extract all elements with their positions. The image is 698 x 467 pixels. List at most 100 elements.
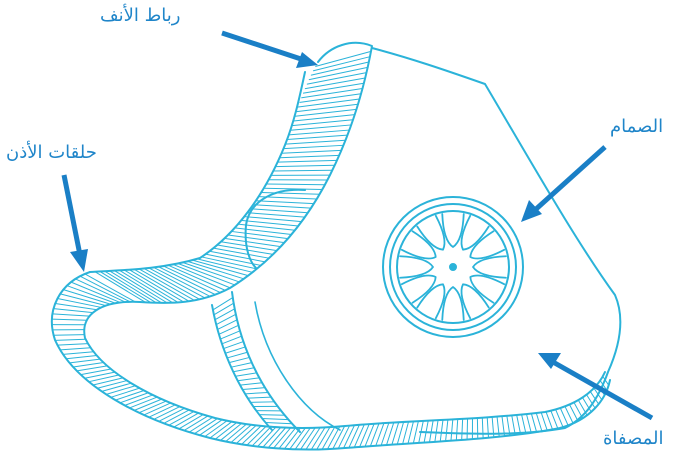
- hatch-line: [105, 271, 157, 303]
- hatch-line: [462, 419, 463, 440]
- ear-loop-hatching: [52, 274, 609, 450]
- hatch-line: [240, 383, 262, 385]
- hatch-line: [243, 388, 265, 390]
- hatch-line: [285, 140, 345, 144]
- ear-loop-inner: [84, 302, 605, 428]
- hatch-line: [221, 242, 277, 251]
- hatch-line: [220, 423, 241, 440]
- mask-illustration: [52, 43, 620, 450]
- hatch-line: [370, 423, 379, 446]
- hatch-line: [242, 426, 261, 444]
- valve-petal: [400, 256, 433, 277]
- hatch-line: [261, 192, 319, 194]
- hatch-line: [408, 421, 413, 443]
- hatch-line: [229, 357, 249, 362]
- hatch-line: [303, 83, 363, 93]
- hatch-line: [413, 421, 418, 443]
- hatch-line: [273, 170, 332, 171]
- hatch-line: [218, 320, 238, 330]
- hatch-line: [224, 342, 244, 349]
- hatch-line: [58, 344, 88, 346]
- hatch-line: [233, 368, 254, 372]
- hatch-line: [213, 298, 233, 310]
- hatch-line: [248, 397, 271, 398]
- hatch-line: [280, 155, 340, 157]
- hatch-line: [217, 245, 273, 254]
- callout-arrows: [64, 33, 652, 418]
- hatch-line: [73, 363, 103, 367]
- hatch-line: [106, 386, 135, 395]
- hatch-line: [115, 390, 144, 400]
- valve-petal: [473, 256, 506, 277]
- hatch-line: [205, 421, 227, 437]
- arrow-icon: [64, 175, 88, 272]
- hatch-line: [250, 402, 274, 403]
- hatch-line: [228, 235, 284, 243]
- hatch-line: [282, 150, 342, 153]
- hatch-line: [360, 424, 370, 447]
- hatch-line: [338, 426, 349, 449]
- hatch-line: [446, 420, 448, 442]
- hatch-line: [226, 424, 247, 441]
- hatch-line: [376, 423, 384, 446]
- hatch-line: [192, 260, 248, 275]
- hatch-line: [429, 420, 433, 442]
- hatch-line: [210, 422, 232, 438]
- hatch-line: [536, 413, 542, 431]
- hatch-line: [266, 184, 325, 185]
- label-ear-loops: حلقات الأذن: [6, 142, 97, 164]
- hatch-line: [225, 347, 245, 353]
- hatch-line: [97, 381, 127, 389]
- hatch-line: [526, 414, 531, 433]
- hatch-line: [66, 355, 97, 358]
- hatch-line: [95, 272, 146, 303]
- hatch-line: [102, 383, 131, 391]
- arrow-icon: [222, 33, 318, 68]
- hatch-line: [215, 423, 237, 440]
- hatch-line: [456, 419, 457, 440]
- hatch-line: [354, 424, 364, 447]
- hatch-line: [63, 352, 94, 355]
- hatch-line: [55, 339, 85, 340]
- hatch-line: [111, 388, 140, 397]
- hatch-line: [52, 319, 87, 320]
- hatch-line: [224, 238, 280, 246]
- hatch-line: [227, 352, 247, 358]
- hatch-line: [259, 197, 317, 199]
- hatch-line: [284, 145, 344, 148]
- hatch-line: [531, 414, 536, 433]
- hatch-line: [55, 303, 97, 309]
- hatch-line: [250, 209, 308, 213]
- hatch-line: [275, 165, 334, 166]
- hatch-line: [238, 378, 260, 381]
- hatch-line: [451, 419, 453, 440]
- hatch-line: [522, 415, 526, 434]
- hatch-line: [60, 348, 91, 350]
- hatch-line: [289, 130, 349, 135]
- hatch-line: [265, 422, 292, 423]
- hatch-line: [70, 359, 100, 363]
- valve-center-dot: [450, 264, 456, 270]
- mask-body-outline: [372, 48, 620, 434]
- hatch-line: [93, 378, 123, 385]
- label-nose-strap: رباط الأنف: [100, 5, 180, 27]
- hatch-line: [278, 160, 337, 162]
- hatch-line: [214, 303, 234, 315]
- label-valve: الصمام: [610, 116, 663, 138]
- hatch-line: [247, 213, 305, 217]
- hatch-line: [349, 425, 359, 448]
- hatch-line: [546, 412, 552, 430]
- hatch-line: [482, 418, 483, 439]
- hatch-line: [512, 415, 515, 434]
- hatch-line: [435, 420, 438, 442]
- hatch-line: [365, 424, 374, 447]
- hatch-line: [215, 309, 235, 320]
- hatch-line: [467, 419, 468, 440]
- valve-illustration: [383, 197, 523, 337]
- hatch-line: [290, 125, 351, 130]
- hatch-line: [256, 201, 314, 204]
- inner-strap-left: [212, 305, 272, 430]
- hatch-line: [344, 425, 355, 448]
- ear-loop-outer: [52, 272, 610, 450]
